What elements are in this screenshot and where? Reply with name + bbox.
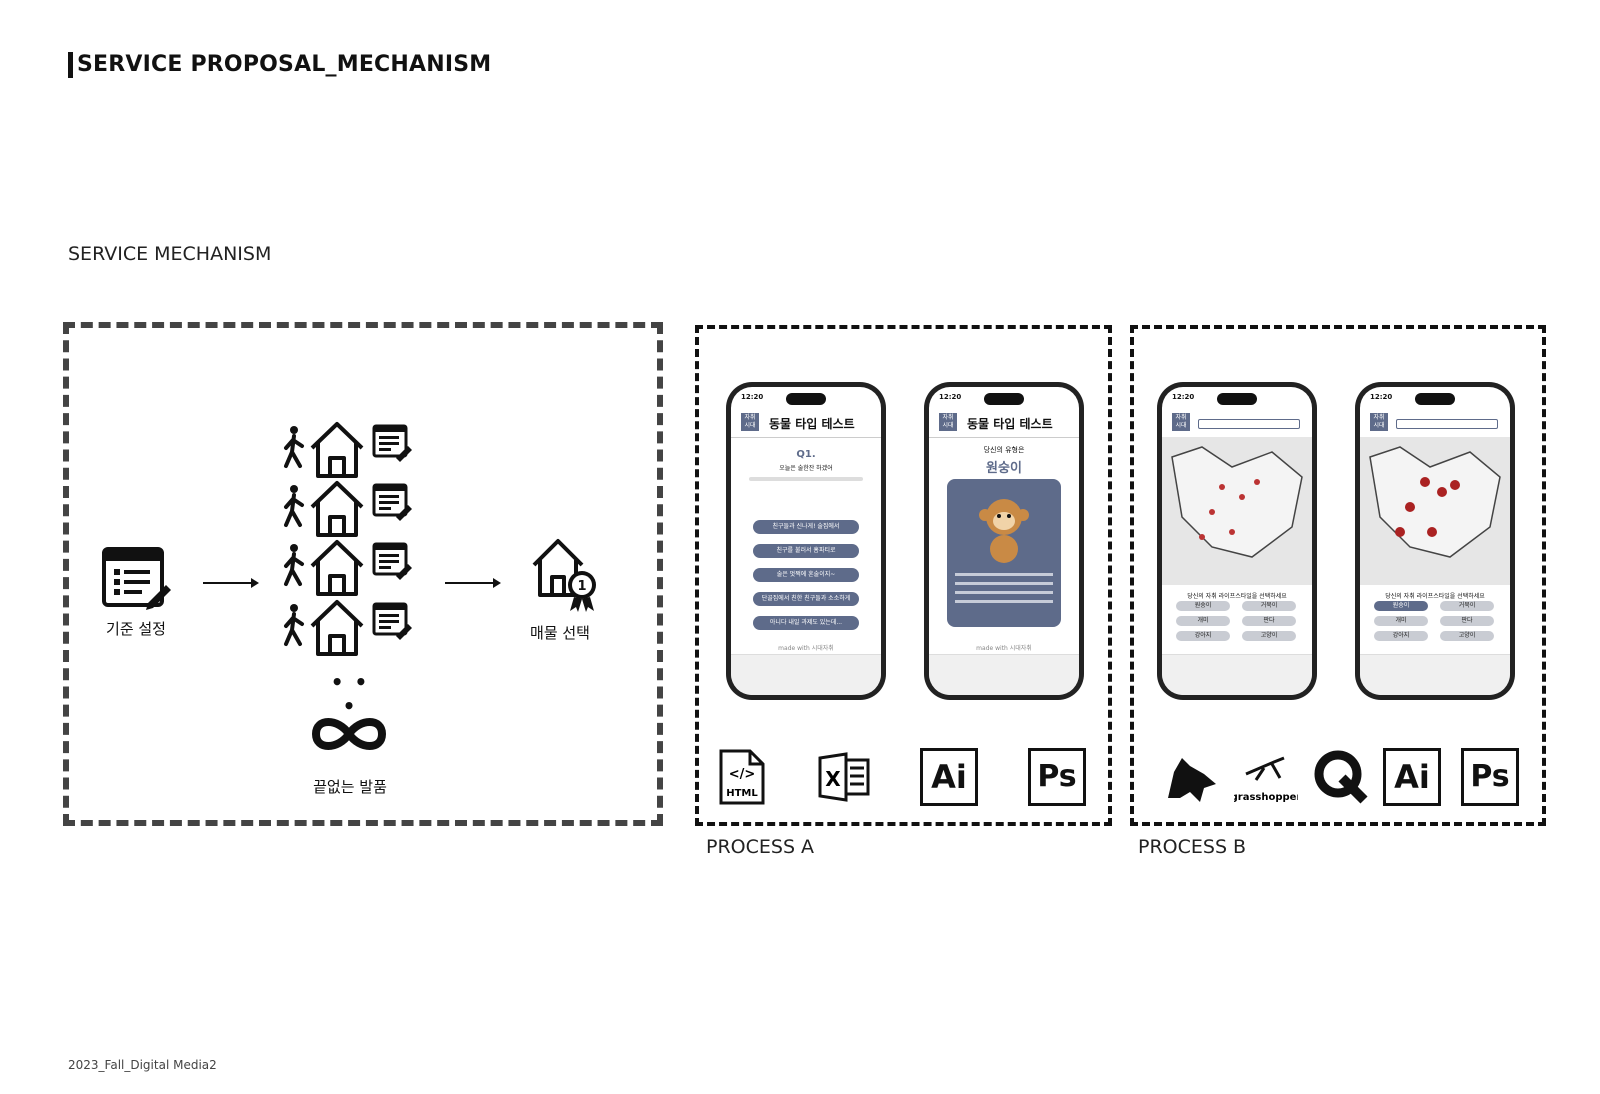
status-time: 12:20 xyxy=(1370,393,1393,401)
lifestyle-option[interactable]: 고양이 xyxy=(1242,631,1296,641)
lifestyle-question: 당신의 자취 라이프스타일을 선택하세요 xyxy=(1187,593,1287,600)
result-intro: 당신의 유형은 xyxy=(983,446,1025,454)
app-logo: 자취 시대 xyxy=(1172,413,1190,431)
photoshop-icon: Ps xyxy=(1028,748,1086,806)
tool-label-html: HTML xyxy=(726,788,758,799)
lifestyle-option[interactable]: 강아지 xyxy=(1176,631,1230,641)
qgis-icon xyxy=(1314,750,1368,804)
search-input[interactable] xyxy=(1396,419,1498,429)
step-select-label: 매물 선택 xyxy=(530,624,590,642)
app-logo: 자취 시대 xyxy=(1370,413,1388,431)
status-time: 12:20 xyxy=(939,393,962,401)
lifestyle-option[interactable]: 원숭이 xyxy=(1374,601,1428,611)
illustrator-icon: Ai xyxy=(1383,748,1441,806)
status-time: 12:20 xyxy=(1172,393,1195,401)
rhino-icon xyxy=(1168,758,1216,802)
grasshopper-icon: grasshopper xyxy=(1234,756,1298,803)
svg-text:X: X xyxy=(825,767,841,791)
course-footer: 2023_Fall_Digital Media2 xyxy=(68,1058,217,1072)
lifestyle-option[interactable]: 강아지 xyxy=(1374,631,1428,641)
house-icon xyxy=(310,481,364,537)
house-icon xyxy=(310,422,364,478)
document-edit-icon xyxy=(372,424,412,462)
app-logo: 자취 시대 xyxy=(939,413,957,431)
lifestyle-option[interactable]: 거북이 xyxy=(1242,601,1296,611)
search-input[interactable] xyxy=(1198,419,1300,429)
infinity-icon xyxy=(311,718,387,750)
answer-option[interactable]: 아니다 내일 과제도 있는데... xyxy=(753,616,859,630)
lifestyle-option[interactable]: 판다 xyxy=(1440,616,1494,626)
step-criteria-label: 기준 설정 xyxy=(106,620,166,638)
tab-bar xyxy=(1360,654,1510,695)
lifestyle-option[interactable]: 거북이 xyxy=(1440,601,1494,611)
walk-house-doc-row xyxy=(284,540,412,596)
mechanism-box xyxy=(63,322,663,826)
app-title: 동물 타입 테스트 xyxy=(967,417,1053,431)
process-b-box xyxy=(1130,325,1546,826)
step-legwork-label: 끝없는 발품 xyxy=(313,778,387,796)
district-map[interactable] xyxy=(1162,437,1312,585)
browser-toolbar xyxy=(929,654,1079,695)
district-map[interactable] xyxy=(1360,437,1510,585)
lifestyle-option[interactable]: 개미 xyxy=(1374,616,1428,626)
svg-text:1: 1 xyxy=(577,579,586,594)
walking-person-icon xyxy=(284,544,304,586)
answer-option[interactable]: 단골집에서 친한 친구들과 소소하게 xyxy=(753,592,859,606)
walking-person-icon xyxy=(284,604,304,646)
house-icon xyxy=(310,600,364,656)
checklist-icon xyxy=(102,547,171,610)
monkey-illustration xyxy=(979,499,1029,563)
made-with-footer: made with 시대자취 xyxy=(778,645,834,652)
house-medal-icon: 1 xyxy=(532,539,596,612)
walk-house-doc-row xyxy=(284,422,412,478)
progress-bar xyxy=(749,477,863,481)
tool-label-grasshopper: grasshopper xyxy=(1234,792,1298,803)
walk-house-doc-row xyxy=(284,600,412,656)
question-text: 오늘은 술한잔 하겠어 xyxy=(779,465,833,472)
lifestyle-option[interactable]: 개미 xyxy=(1176,616,1230,626)
section-subtitle: SERVICE MECHANISM xyxy=(68,243,272,265)
answer-option[interactable]: 술은 멋쩍에 혼술이지~ xyxy=(753,568,859,582)
process-a-label: PROCESS A xyxy=(706,836,815,858)
lifestyle-option[interactable]: 원숭이 xyxy=(1176,601,1230,611)
excel-icon: X xyxy=(818,752,870,802)
phone-quiz-question: 12:20 자취 시대 동물 타입 테스트 Q1. 오늘은 술한잔 하겠어 친구… xyxy=(726,382,886,700)
lifestyle-question: 당신의 자취 라이프스타일을 선택하세요 xyxy=(1385,593,1485,600)
answer-option[interactable]: 친구들과 신나게! 술집에서 xyxy=(753,520,859,534)
walking-person-icon xyxy=(284,426,304,468)
arrow-right-icon xyxy=(203,578,259,588)
illustrator-icon: Ai xyxy=(920,748,978,806)
app-title: 동물 타입 테스트 xyxy=(769,417,855,431)
ellipsis: • • • xyxy=(330,670,370,718)
process-a-box xyxy=(695,325,1112,826)
question-number: Q1. xyxy=(796,449,816,460)
arrow-right-icon xyxy=(445,578,501,588)
walk-house-doc-row xyxy=(284,481,412,537)
lifestyle-option[interactable]: 판다 xyxy=(1242,616,1296,626)
process-b-label: PROCESS B xyxy=(1138,836,1247,858)
house-icon xyxy=(310,540,364,596)
walking-person-icon xyxy=(284,485,304,527)
phone-quiz-result: 12:20 자취 시대 동물 타입 테스트 당신의 유형은 원숭이 made w… xyxy=(924,382,1084,700)
app-logo: 자취 시대 xyxy=(741,413,759,431)
photoshop-icon: Ps xyxy=(1461,748,1519,806)
svg-text:</>: </> xyxy=(729,767,756,782)
document-edit-icon xyxy=(372,602,412,640)
made-with-footer: made with 시대자취 xyxy=(976,645,1032,652)
document-edit-icon xyxy=(372,483,412,521)
result-type: 원숭이 xyxy=(986,461,1022,476)
lifestyle-option[interactable]: 고양이 xyxy=(1440,631,1494,641)
page-title: SERVICE PROPOSAL_MECHANISM xyxy=(68,52,491,78)
document-edit-icon xyxy=(372,542,412,580)
status-time: 12:20 xyxy=(741,393,764,401)
browser-toolbar xyxy=(731,654,881,695)
answer-option[interactable]: 친구를 불러서 홈파티로 xyxy=(753,544,859,558)
result-card xyxy=(947,479,1061,627)
tab-bar xyxy=(1162,654,1312,695)
html-file-icon: </> HTML xyxy=(719,749,765,805)
